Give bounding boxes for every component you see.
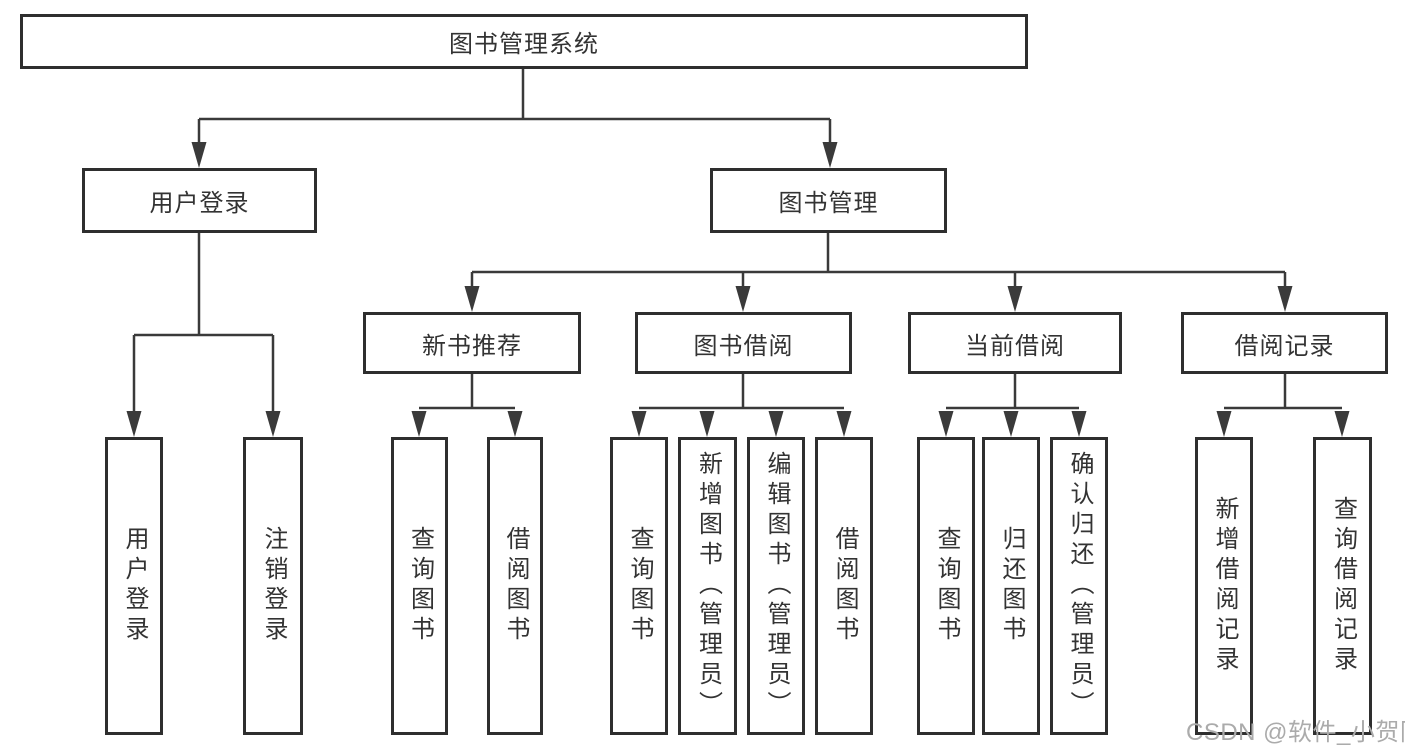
leaf-query-borrow-record: 查询借阅记录 <box>1313 437 1372 735</box>
leaf-borrow-books-recommend-label: 借阅图书 <box>502 526 529 646</box>
node-book-borrowing: 图书借阅 <box>635 312 852 374</box>
leaf-user-login-label: 用户登录 <box>121 526 148 646</box>
node-new-book-recommend: 新书推荐 <box>363 312 581 374</box>
node-current-borrowing-label: 当前借阅 <box>965 332 1065 360</box>
leaf-query-books-current: 查询图书 <box>917 437 975 735</box>
node-root-label: 图书管理系统 <box>449 31 599 58</box>
node-book-borrowing-label: 图书借阅 <box>693 332 794 360</box>
leaf-query-books-borrowing: 查询图书 <box>610 437 668 735</box>
leaf-borrow-books-recommend: 借阅图书 <box>487 437 543 735</box>
leaf-query-books-recommend: 查询图书 <box>391 437 448 735</box>
node-current-borrowing: 当前借阅 <box>908 312 1122 374</box>
leaf-edit-books-admin-label: 编辑图书（管理员） <box>763 451 790 721</box>
node-borrowing-records: 借阅记录 <box>1181 312 1388 374</box>
leaf-query-books-borrowing-label: 查询图书 <box>626 526 653 646</box>
leaf-edit-books-admin: 编辑图书（管理员） <box>747 437 805 735</box>
leaf-return-books-label: 归还图书 <box>998 526 1025 646</box>
leaf-borrow-books: 借阅图书 <box>815 437 873 735</box>
node-user-login: 用户登录 <box>82 168 317 233</box>
leaf-query-books-current-label: 查询图书 <box>933 526 960 646</box>
leaf-confirm-return-admin-label: 确认归还（管理员） <box>1066 451 1093 721</box>
arrowheads <box>126 142 1350 437</box>
node-root-library-system: 图书管理系统 <box>20 14 1028 69</box>
leaf-borrow-books-label: 借阅图书 <box>831 526 858 646</box>
csdn-watermark: CSDN @软件_小贺同学 <box>1186 719 1405 746</box>
leaf-add-books-admin: 新增图书（管理员） <box>678 437 737 735</box>
leaf-return-books: 归还图书 <box>982 437 1040 735</box>
node-book-management: 图书管理 <box>710 168 947 233</box>
node-user-login-label: 用户登录 <box>149 190 250 217</box>
leaf-user-login: 用户登录 <box>105 437 163 735</box>
leaf-add-borrow-record: 新增借阅记录 <box>1195 437 1253 735</box>
node-new-book-recommend-label: 新书推荐 <box>422 332 522 360</box>
node-borrowing-records-label: 借阅记录 <box>1234 332 1335 360</box>
leaf-query-books-recommend-label: 查询图书 <box>406 526 434 646</box>
leaf-query-borrow-record-label: 查询借阅记录 <box>1329 496 1357 676</box>
leaf-logout-label: 注销登录 <box>260 526 287 646</box>
leaf-confirm-return-admin: 确认归还（管理员） <box>1050 437 1108 735</box>
leaf-add-borrow-record-label: 新增借阅记录 <box>1211 496 1238 676</box>
leaf-logout: 注销登录 <box>243 437 303 735</box>
leaf-add-books-admin-label: 新增图书（管理员） <box>694 451 722 721</box>
node-book-management-label: 图书管理 <box>778 190 879 217</box>
